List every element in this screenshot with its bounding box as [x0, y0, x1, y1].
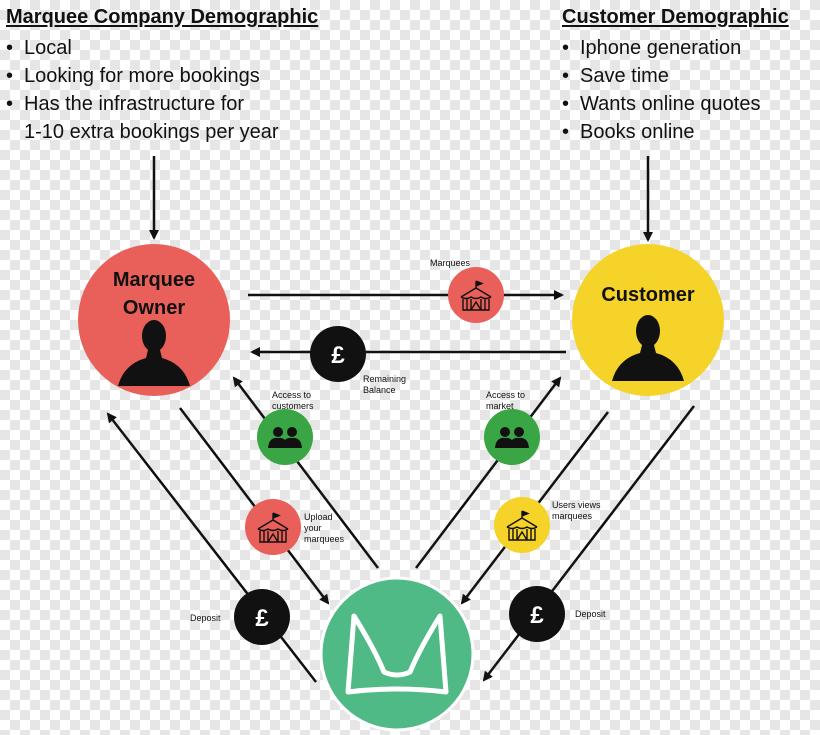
arrow-platform-to-customer [415, 376, 562, 569]
list-item: •Books online [562, 121, 695, 143]
access-market-badge [484, 409, 540, 465]
customer-demographic-panel: Customer Demographic •Iphone generation … [562, 4, 789, 146]
list-item: •Wants online quotes [562, 93, 761, 115]
pound-icon: £ [255, 605, 269, 632]
deposit-left-caption: Deposit [190, 613, 221, 623]
users-views-caption: Users views marquees [552, 500, 601, 521]
marquee-owner-label: Marquee Owner [112, 269, 196, 319]
deposit-left-badge [234, 589, 290, 645]
customer-label: Customer [601, 284, 695, 306]
marquee-company-demographic-panel: Marquee Company Demographic •Local •Look… [6, 4, 318, 146]
list-item: •Iphone generation [562, 37, 742, 59]
marquees-badge [448, 267, 504, 323]
access-customers-badge [257, 409, 313, 465]
customer-demographic-title: Customer Demographic [562, 6, 789, 28]
upload-marquees-badge [245, 499, 301, 555]
platform-node [319, 576, 475, 732]
marquee-company-demographic-list: •Local •Looking for more bookings •Has t… [6, 34, 318, 146]
pound-icon: £ [331, 342, 345, 369]
remaining-balance-caption: Remaining Balance [363, 374, 407, 395]
marquees-caption: Marquees [430, 258, 471, 268]
list-item: •Local [6, 37, 72, 59]
arrow-owner-to-platform [179, 407, 330, 605]
customer-demographic-list: •Iphone generation •Save time •Wants onl… [562, 34, 789, 146]
marquee-company-demographic-title: Marquee Company Demographic [6, 6, 319, 28]
list-item: •Looking for more bookings [6, 65, 260, 87]
users-views-badge [494, 497, 550, 553]
upload-marquees-caption: Upload your marquees [304, 512, 345, 544]
deposit-right-caption: Deposit [575, 609, 606, 619]
platform-logo-icon [345, 613, 449, 695]
arrow-deposit-to-owner [106, 412, 317, 683]
deposit-right-badge [509, 586, 565, 642]
access-market-caption: Access to market [486, 390, 526, 411]
list-item: •Has the infrastructure for [6, 93, 245, 115]
list-item-continuation: 1-10 extra bookings per year [24, 121, 279, 143]
pound-icon: £ [530, 602, 544, 629]
access-customers-caption: Access to customers [272, 390, 314, 411]
remaining-balance-badge [310, 326, 366, 382]
list-item: •Save time [562, 65, 669, 87]
arrow-platform-to-owner [232, 376, 379, 569]
